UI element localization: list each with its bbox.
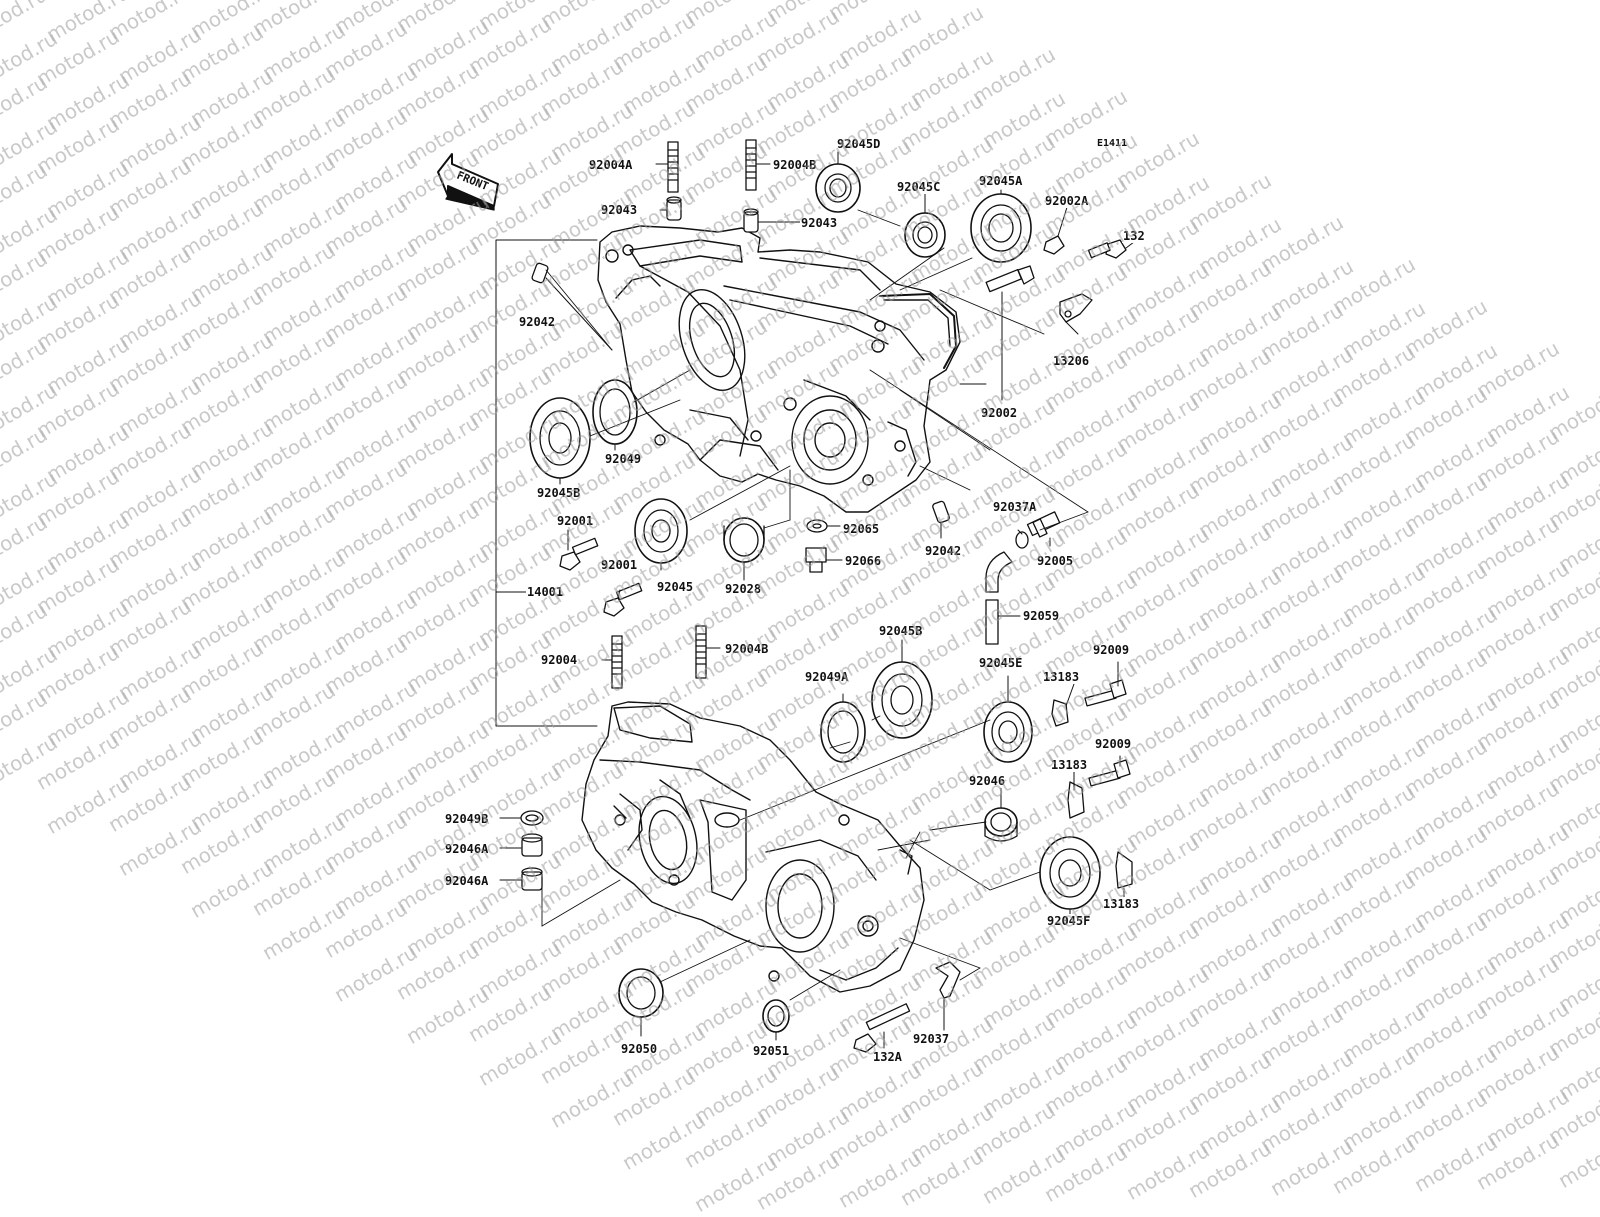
part-label[interactable]: 92046A bbox=[444, 842, 490, 856]
part-label[interactable]: 92043 bbox=[800, 216, 839, 230]
part-label[interactable]: 92004B bbox=[772, 158, 818, 172]
part-label[interactable]: 92001 bbox=[556, 514, 595, 528]
plate-icon bbox=[1115, 851, 1133, 889]
part-label[interactable]: 13183 bbox=[1050, 758, 1089, 772]
upper-crankcase-half bbox=[597, 225, 961, 513]
diagram-code: E1411 bbox=[1097, 138, 1128, 149]
part-label[interactable]: 14001 bbox=[526, 585, 565, 599]
part-label[interactable]: 92045 bbox=[656, 580, 695, 594]
part-label[interactable]: 92005 bbox=[1036, 554, 1075, 568]
stud-icon bbox=[745, 139, 757, 191]
bolt-icon bbox=[1088, 759, 1131, 787]
drain-plug-icon bbox=[805, 547, 827, 573]
part-label[interactable]: 92004B bbox=[724, 642, 770, 656]
bolt-icon bbox=[1084, 679, 1127, 707]
part-label[interactable]: 92043 bbox=[600, 203, 639, 217]
part-label[interactable]: 92037 bbox=[912, 1032, 951, 1046]
leader-lines bbox=[499, 151, 1135, 1049]
assembly-guide-lines bbox=[541, 209, 1089, 1001]
clip-icon bbox=[935, 961, 961, 999]
ball-bearing-icon bbox=[983, 701, 1033, 763]
bolt-icon bbox=[985, 265, 1035, 293]
part-label[interactable]: 92045B bbox=[536, 486, 582, 500]
part-label[interactable]: 92009 bbox=[1094, 737, 1133, 751]
part-label[interactable]: 92045E bbox=[978, 656, 1024, 670]
bolt-icon bbox=[603, 582, 643, 617]
part-label[interactable]: 92037A bbox=[992, 500, 1038, 514]
part-label[interactable]: 92004 bbox=[540, 653, 579, 667]
ball-bearing-icon bbox=[970, 193, 1032, 263]
part-label[interactable]: 92050 bbox=[620, 1042, 659, 1056]
part-label[interactable]: 92028 bbox=[724, 582, 763, 596]
part-label[interactable]: 92049A bbox=[804, 670, 850, 684]
ball-bearing-icon bbox=[1039, 836, 1101, 910]
assembly-bracket bbox=[495, 239, 598, 727]
ring-icon bbox=[520, 810, 544, 826]
dowel-pin-icon bbox=[932, 500, 950, 524]
part-label[interactable]: 92042 bbox=[924, 544, 963, 558]
clip-icon bbox=[1015, 531, 1029, 549]
part-label[interactable]: 92045A bbox=[978, 174, 1024, 188]
part-label[interactable]: 92002 bbox=[980, 406, 1019, 420]
part-label[interactable]: 92051 bbox=[752, 1044, 791, 1058]
plate-icon bbox=[1067, 781, 1085, 819]
ball-bearing-icon bbox=[529, 397, 591, 479]
part-label[interactable]: 92046 bbox=[968, 774, 1007, 788]
bolt-icon bbox=[1043, 235, 1065, 255]
bracket-icon bbox=[1059, 293, 1093, 323]
part-label[interactable]: 92059 bbox=[1022, 609, 1061, 623]
part-label[interactable]: 92042 bbox=[518, 315, 557, 329]
part-label[interactable]: 92046A bbox=[444, 874, 490, 888]
oil-seal-icon bbox=[618, 968, 664, 1018]
fitting-icon bbox=[1026, 511, 1061, 538]
hose-icon bbox=[985, 551, 1013, 645]
part-label[interactable]: 13183 bbox=[1042, 670, 1081, 684]
part-label[interactable]: 92065 bbox=[842, 522, 881, 536]
part-label[interactable]: 92045B bbox=[878, 624, 924, 638]
part-label[interactable]: 13183 bbox=[1102, 897, 1141, 911]
ball-bearing-icon bbox=[815, 163, 861, 213]
part-label[interactable]: 132 bbox=[1122, 229, 1146, 243]
ball-bearing-icon bbox=[904, 212, 946, 258]
oil-seal-icon bbox=[762, 999, 790, 1033]
part-label[interactable]: 13206 bbox=[1052, 354, 1091, 368]
stud-icon bbox=[611, 635, 623, 689]
plate-icon bbox=[1051, 699, 1069, 727]
part-label[interactable]: 92045F bbox=[1046, 914, 1092, 928]
part-label[interactable]: 92066 bbox=[844, 554, 883, 568]
part-label[interactable]: 92049 bbox=[604, 452, 643, 466]
part-label[interactable]: 92045C bbox=[896, 180, 942, 194]
part-label[interactable]: 132A bbox=[872, 1050, 903, 1064]
bolt-icon bbox=[559, 537, 599, 571]
stud-icon bbox=[695, 625, 707, 679]
stud-icon bbox=[667, 141, 679, 193]
part-label[interactable]: 92004A bbox=[588, 158, 634, 172]
dowel-pin-icon bbox=[531, 262, 549, 284]
bolt-icon bbox=[853, 1003, 911, 1053]
bushing-icon bbox=[521, 833, 543, 857]
part-label[interactable]: 92002A bbox=[1044, 194, 1090, 208]
lower-crankcase-half bbox=[581, 701, 925, 993]
part-label[interactable]: 92045D bbox=[836, 137, 882, 151]
part-label[interactable]: 92001 bbox=[600, 558, 639, 572]
part-label[interactable]: 92009 bbox=[1092, 643, 1131, 657]
part-label[interactable]: 92049B bbox=[444, 812, 490, 826]
bolt-icon bbox=[1087, 239, 1127, 259]
